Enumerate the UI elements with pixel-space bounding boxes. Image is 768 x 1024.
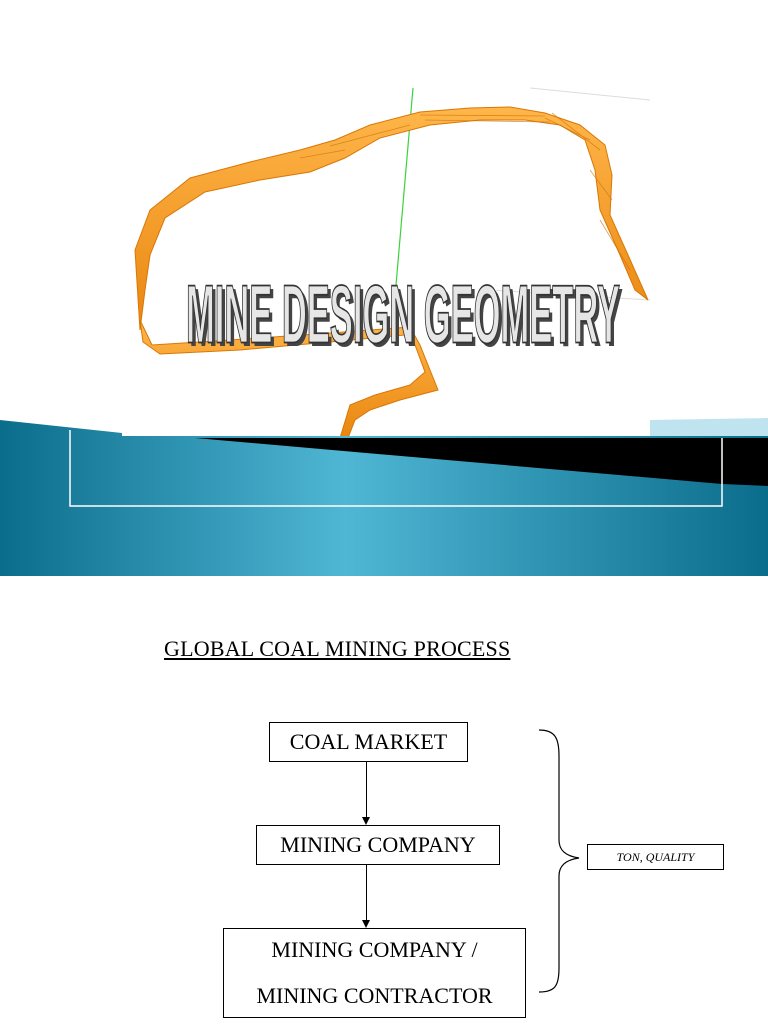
mining-company-label: MINING COMPANY (280, 832, 476, 857)
title-wordart: MINE DESIGN GEOMETRY MINE DESIGN GEOMETR… (185, 267, 623, 364)
contractor-label-line1: MINING COMPANY / (271, 937, 478, 962)
slide-title: MINE DESIGN GEOMETRY (186, 268, 620, 360)
wireframe-line (489, 289, 651, 301)
contractor-box: MINING COMPANY / MINING CONTRACTOR (223, 928, 526, 1018)
light-strip (650, 418, 768, 436)
title-slide-graphic: MINE DESIGN GEOMETRY MINE DESIGN GEOMETR… (0, 87, 768, 576)
coal-market-box: COAL MARKET (269, 722, 468, 762)
coal-market-label: COAL MARKET (289, 729, 448, 754)
contractor-label-line2: MINING CONTRACTOR (256, 983, 493, 1008)
black-wedge (195, 438, 768, 486)
title-slide: MINE DESIGN GEOMETRY MINE DESIGN GEOMETR… (0, 87, 768, 576)
curly-brace-icon (538, 729, 580, 993)
wireframe-line (529, 87, 651, 101)
arrowhead-icon (362, 817, 370, 825)
arrow-connector (366, 762, 367, 817)
section-heading: GLOBAL COAL MINING PROCESS (164, 636, 511, 661)
mining-company-box: MINING COMPANY (256, 825, 500, 865)
title-shadow: MINE DESIGN GEOMETRY (189, 272, 623, 364)
ton-quality-note: TON, QUALITY (587, 844, 724, 870)
arrow-connector (366, 865, 367, 920)
arrowhead-icon (362, 920, 370, 928)
note-label: TON, QUALITY (616, 849, 695, 864)
